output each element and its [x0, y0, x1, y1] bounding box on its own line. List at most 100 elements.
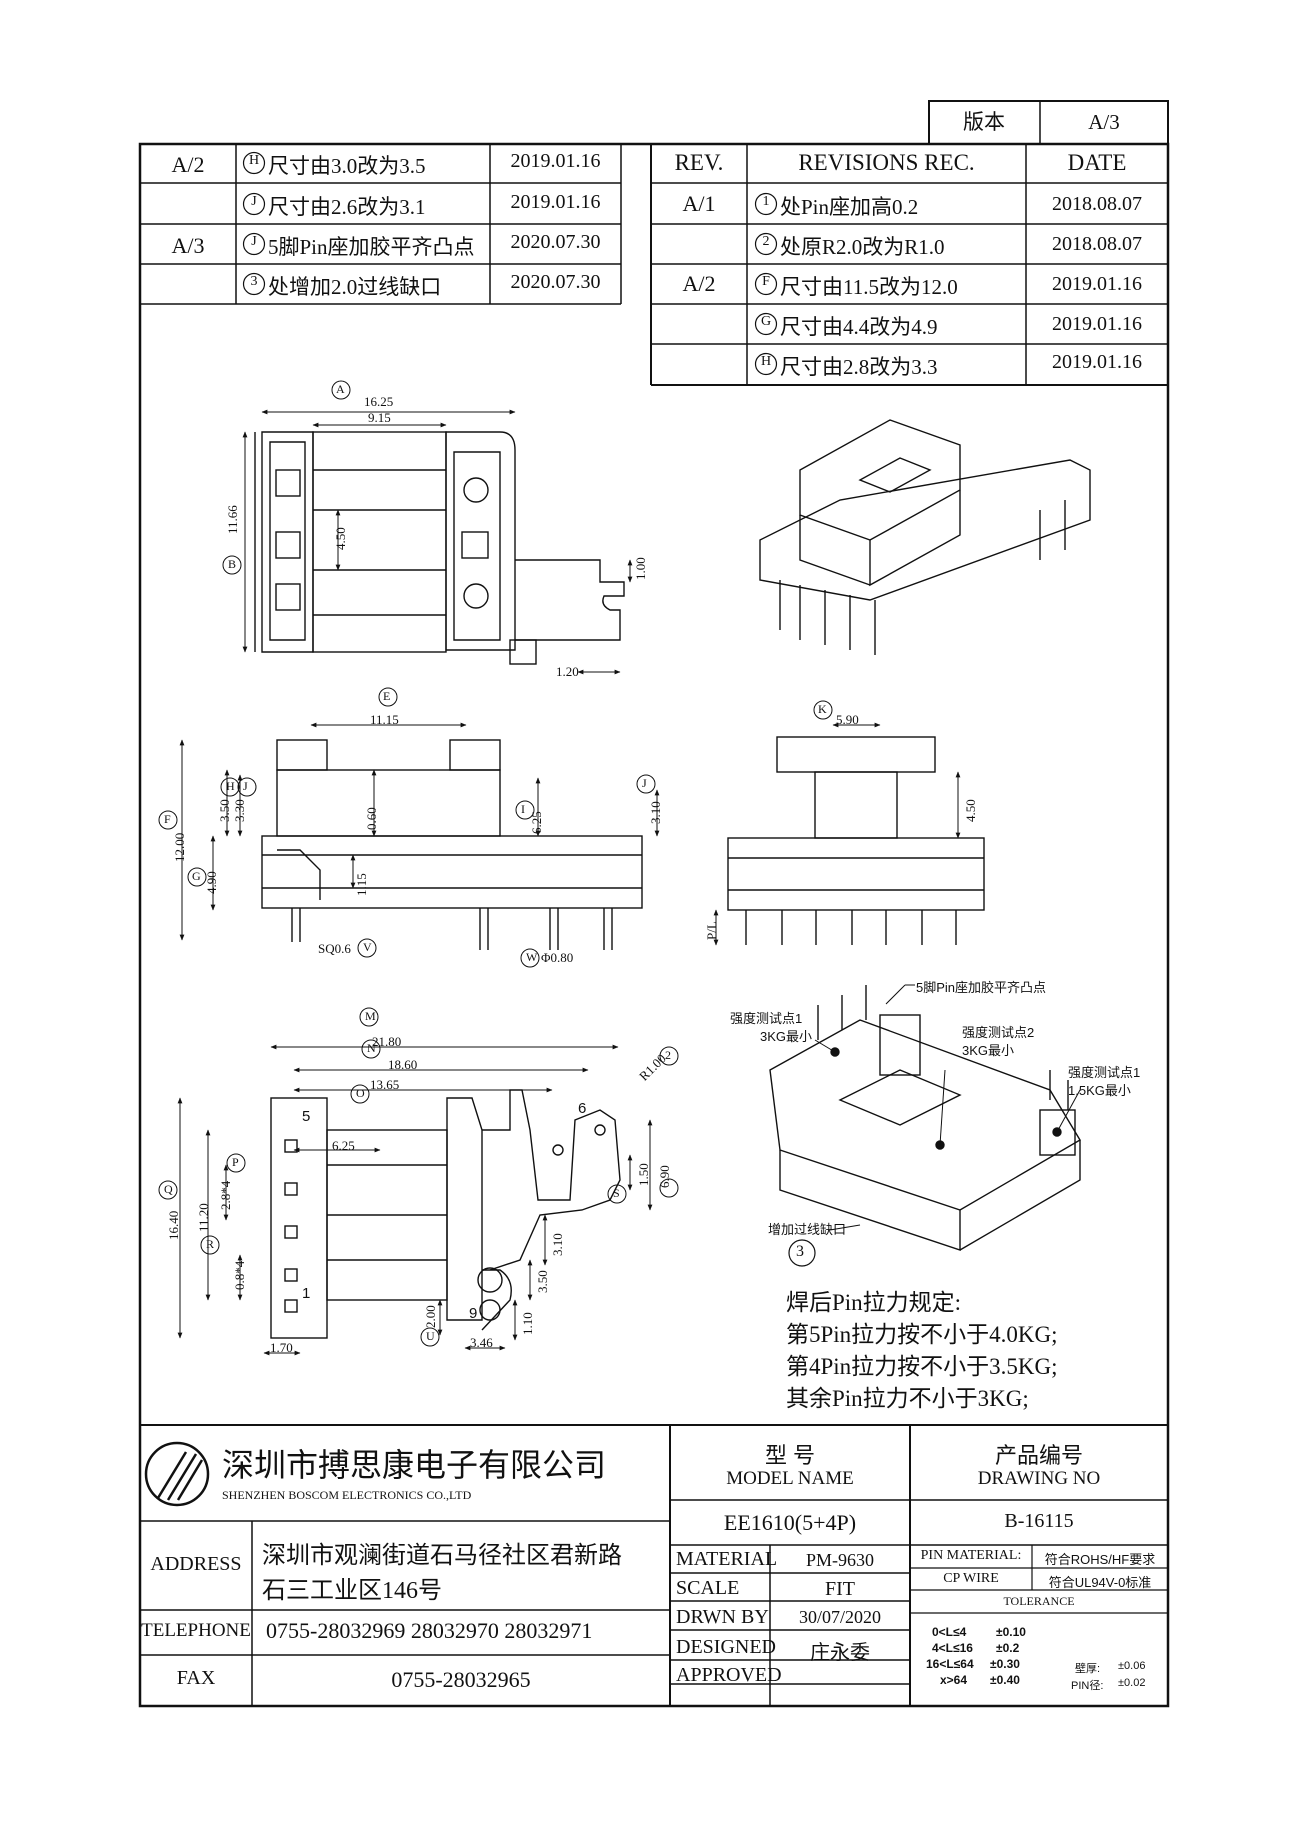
dim-marker-M: M	[365, 1009, 376, 1023]
iso-view-bottom	[769, 984, 1081, 1267]
sheet-border	[138, 142, 1170, 1708]
right-rev-date: 2018.08.07	[1052, 193, 1142, 215]
tol-value: ±0.40	[990, 1673, 1020, 1687]
telephone-label: TELEPHONE	[141, 1620, 251, 1641]
left-rev-date: 2020.07.30	[510, 271, 601, 293]
dim-18-60: 18.60	[388, 1057, 418, 1072]
address-label: ADDRESS	[150, 1553, 242, 1575]
dim-1-50: 1.50	[636, 1163, 651, 1186]
dim-3-50-bottom: 3.50	[535, 1270, 550, 1293]
left-rev-desc: 尺寸由2.6改为3.1	[268, 195, 426, 219]
tol-range: 0<L≤4	[932, 1625, 967, 1639]
dim-marker-V: V	[363, 940, 372, 954]
pull-spec-title: 焊后Pin拉力规定:	[786, 1290, 962, 1315]
pin-diameter-label: PIN径:	[1071, 1680, 1104, 1692]
right-rev-desc: 尺寸由11.5改为12.0	[780, 275, 958, 299]
right-rev-date: 2019.01.16	[1052, 313, 1142, 335]
title-block-grid	[140, 1424, 1168, 1706]
marker-J-icon: J	[251, 194, 257, 209]
drawing-no-value: B-16115	[1004, 1510, 1074, 1532]
dim-marker-K: K	[818, 702, 827, 716]
left-rev-desc: 处增加2.0过线缺口	[268, 275, 442, 299]
dim-4-50-side: 4.50	[963, 799, 978, 822]
note-test-point-1-kg: 3KG最小	[760, 1029, 813, 1044]
dim-1-15: 1.15	[354, 873, 369, 896]
address-line-2: 石三工业区146号	[262, 1578, 442, 1604]
dim-marker-S: S	[613, 1186, 620, 1200]
dim-marker-P: P	[232, 1155, 239, 1169]
dim-3-10: 3.10	[648, 801, 663, 824]
dim-1-00: 1.00	[633, 557, 648, 580]
dim-5-90: 5.90	[836, 712, 859, 727]
dim-16-25: 16.25	[364, 394, 394, 409]
front-view	[158, 687, 660, 968]
left-rev-desc: 尺寸由3.0改为3.5	[268, 154, 426, 178]
drawn-by-value: 30/07/2020	[798, 1607, 881, 1627]
dim-marker-E: E	[383, 689, 391, 703]
address-line-1: 深圳市观澜街道石马径社区君新路	[262, 1543, 622, 1569]
dim-9-15: 9.15	[368, 410, 391, 425]
pin-diameter-tol: ±0.02	[1118, 1677, 1146, 1689]
version-box: 版本 A/3	[928, 100, 1169, 145]
dim-marker-R: R	[206, 1237, 215, 1251]
marker-1-icon: 1	[762, 194, 770, 209]
pin-material-value: CP WIRE	[943, 1571, 999, 1586]
marker-3-icon: 3	[796, 1243, 804, 1260]
marker-J-icon: J	[251, 234, 257, 249]
right-rev-desc: 处原R2.0改为R1.0	[780, 235, 945, 259]
tol-range: 16<L≤64	[926, 1657, 974, 1671]
pull-spec-line: 第5Pin拉力按不小于4.0KG;	[786, 1322, 1058, 1347]
ul-note: 符合UL94V-0标准	[1048, 1575, 1152, 1590]
dim-marker-J: J	[243, 779, 248, 793]
dim-3-46: 3.46	[470, 1335, 493, 1350]
tolerance-label: TOLERANCE	[1003, 1594, 1075, 1608]
left-rev-date: 2019.01.16	[510, 150, 601, 172]
scale-label: SCALE	[676, 1577, 740, 1599]
side-view	[713, 700, 985, 946]
note-test-point-2-kg: 3KG最小	[962, 1043, 1015, 1058]
marker-3-icon: 3	[250, 274, 258, 289]
dim-marker-W: W	[526, 950, 538, 964]
telephone-value: 0755-28032969 28032970 28032971	[266, 1618, 593, 1643]
dim-marker-I: I	[521, 802, 525, 816]
dim-12-00: 12.00	[172, 832, 187, 862]
rev-header: REV.	[674, 150, 724, 175]
designed-value: 庄永委	[810, 1642, 870, 1664]
marker-2-icon: 2	[665, 1048, 671, 1062]
dim-0-8x4: 0.8*4	[232, 1260, 247, 1290]
iso-view-top	[759, 419, 1091, 655]
note-pin-bump: 5脚Pin座加胶平齐凸点	[916, 980, 1047, 995]
scale-value: FIT	[825, 1578, 855, 1600]
revisions-rec-header: REVISIONS REC.	[798, 150, 975, 175]
tol-range: x>64	[940, 1673, 968, 1687]
dim-marker-O: O	[356, 1086, 365, 1100]
dim-phi-0-80: Φ0.80	[541, 950, 574, 965]
wall-thickness-label: 壁厚:	[1075, 1663, 1101, 1675]
drawing-no-label-en: DRAWING NO	[977, 1468, 1101, 1489]
dim-pl: P/L	[704, 921, 719, 940]
dim-1-20: 1.20	[556, 664, 579, 679]
dim-marker-J2: J	[642, 776, 647, 790]
dim-16-40: 16.40	[166, 1210, 181, 1240]
right-rev-date: 2019.01.16	[1052, 351, 1142, 373]
material-label: MATERIAL	[676, 1548, 778, 1570]
wall-thickness-tol: ±0.06	[1118, 1660, 1146, 1672]
right-rev-desc: 尺寸由2.8改为3.3	[780, 355, 938, 379]
material-value: PM-9630	[805, 1550, 874, 1570]
version-value: A/3	[1088, 110, 1120, 134]
dim-4-50: 4.50	[333, 527, 348, 550]
dim-11-15: 11.15	[370, 712, 399, 727]
note-notch: 增加过线缺口	[768, 1222, 847, 1237]
bottom-view	[158, 1007, 679, 1356]
dim-4-90: 4.90	[204, 871, 219, 894]
marker-H-icon: H	[248, 153, 260, 168]
dim-marker-U: U	[426, 1329, 435, 1343]
top-view	[222, 380, 633, 675]
tol-value: ±0.10	[996, 1625, 1026, 1639]
right-rev-cell: A/2	[682, 271, 716, 296]
dim-sq0-6: SQ0.6	[318, 941, 351, 956]
dim-2-8x4: 2.8*4	[218, 1180, 233, 1210]
marker-2-icon: 2	[762, 234, 770, 249]
tol-value: ±0.2	[996, 1641, 1020, 1655]
